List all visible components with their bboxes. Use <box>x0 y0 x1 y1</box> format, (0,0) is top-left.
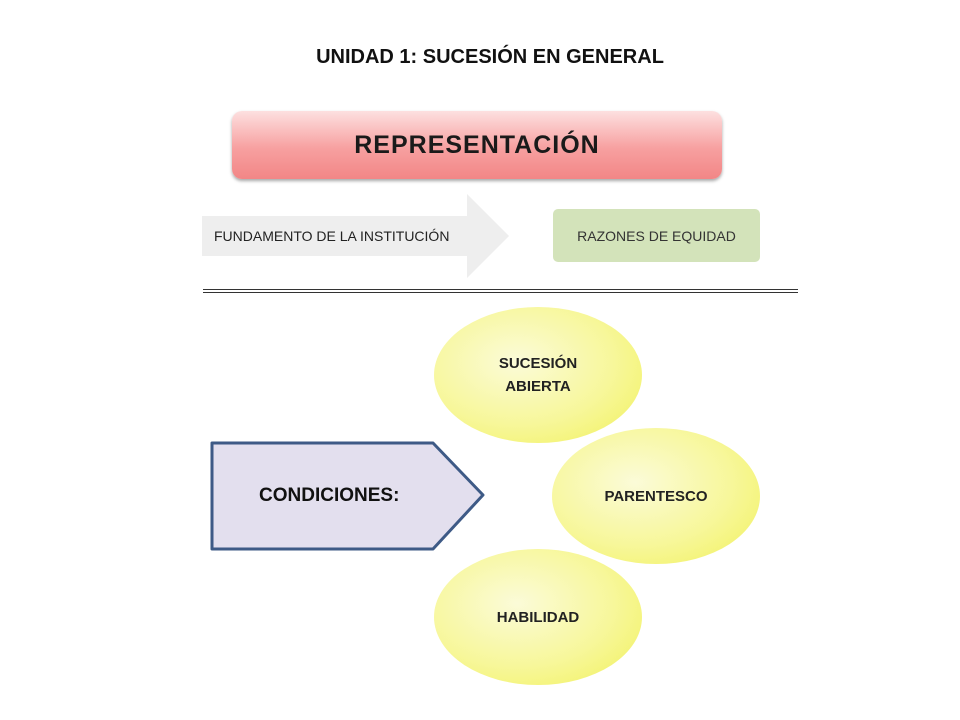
fundamento-label: FUNDAMENTO DE LA INSTITUCIÓN <box>214 228 450 244</box>
sucesion-abierta-ellipse: SUCESIÓN ABIERTA <box>434 307 642 443</box>
sucesion-abierta-line1: SUCESIÓN <box>498 355 578 372</box>
representacion-box: REPRESENTACIÓN <box>232 111 722 179</box>
divider-line-top <box>203 289 798 290</box>
razones-box: RAZONES DE EQUIDAD <box>553 209 760 262</box>
divider-line-bottom <box>203 292 798 293</box>
condiciones-pentagon <box>210 441 485 551</box>
sucesion-abierta-line2: ABIERTA <box>505 378 571 395</box>
condiciones-label: CONDICIONES: <box>259 485 400 506</box>
parentesco-label: PARENTESCO <box>604 487 708 505</box>
representacion-label: REPRESENTACIÓN <box>354 130 600 159</box>
habilidad-label: HABILIDAD <box>496 608 580 626</box>
habilidad-ellipse: HABILIDAD <box>434 549 642 685</box>
page-title: UNIDAD 1: SUCESIÓN EN GENERAL <box>316 46 664 68</box>
parentesco-ellipse: PARENTESCO <box>552 428 760 564</box>
fundamento-arrow <box>202 194 509 278</box>
razones-label: RAZONES DE EQUIDAD <box>577 227 736 244</box>
